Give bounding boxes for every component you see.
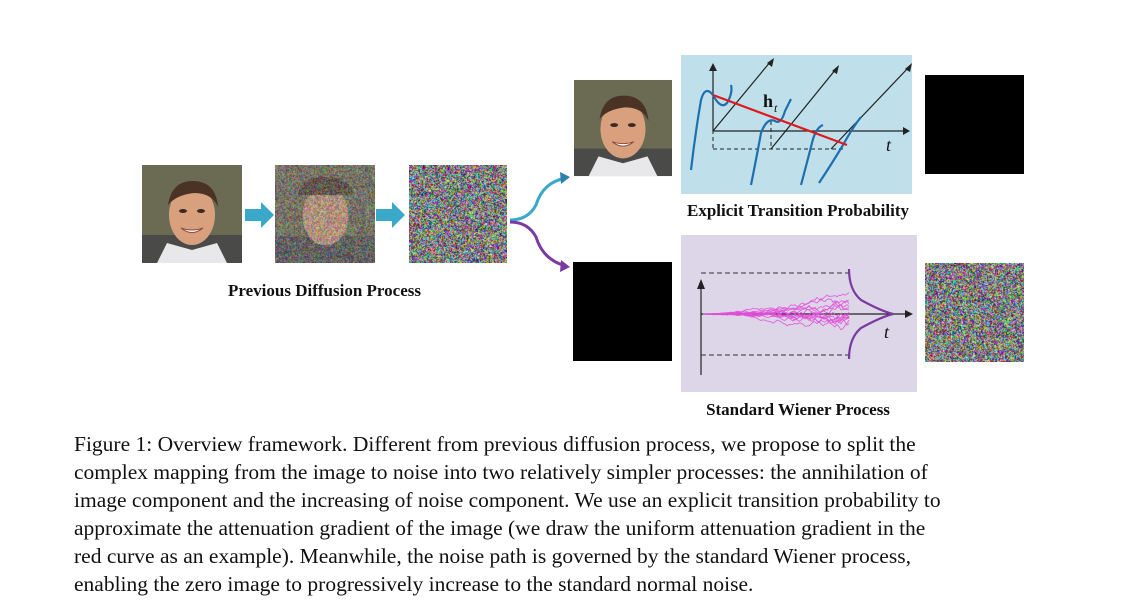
black-image-top [925, 75, 1024, 174]
caption-line: approximate the attenuation gradient of … [74, 516, 926, 540]
caption-line: enabling the zero image to progressively… [74, 572, 754, 596]
t-axis-label-bottom: t [884, 322, 890, 342]
black-image-bottom [573, 262, 672, 361]
figure-caption: Figure 1: Overview framework. Different … [74, 430, 1104, 598]
caption-line: red curve as an example). Meanwhile, the… [74, 544, 911, 568]
t-axis-label-top: t [886, 135, 892, 155]
ht-label: h [763, 91, 773, 111]
wiener-sample-path [702, 301, 850, 321]
wiener-sample-path [703, 299, 850, 318]
wiener-process-diagram: t [681, 235, 917, 397]
right-arrow-icon [245, 200, 275, 235]
face-image-clean [142, 165, 242, 263]
wiener-sample-path [702, 311, 850, 323]
face-image-top [574, 79, 672, 177]
pure-noise-image [409, 165, 507, 263]
wiener-sample-path [702, 292, 850, 316]
branch-arrows [508, 170, 578, 280]
ht-subscript: t [774, 101, 778, 115]
caption-line: Figure 1: Overview framework. Different … [74, 432, 916, 456]
noisy-face-image [275, 165, 375, 263]
wiener-process-label: Standard Wiener Process [706, 400, 890, 419]
previous-diffusion-label: Previous Diffusion Process [228, 281, 421, 300]
pure-noise-image-bottom [925, 263, 1024, 362]
caption-line: image component and the increasing of no… [74, 488, 941, 512]
explicit-transition-label: Explicit Transition Probability [687, 201, 909, 220]
caption-line: complex mapping from the image to noise … [74, 460, 928, 484]
right-arrow-icon [376, 200, 406, 235]
explicit-transition-diagram: h t t [681, 55, 912, 199]
